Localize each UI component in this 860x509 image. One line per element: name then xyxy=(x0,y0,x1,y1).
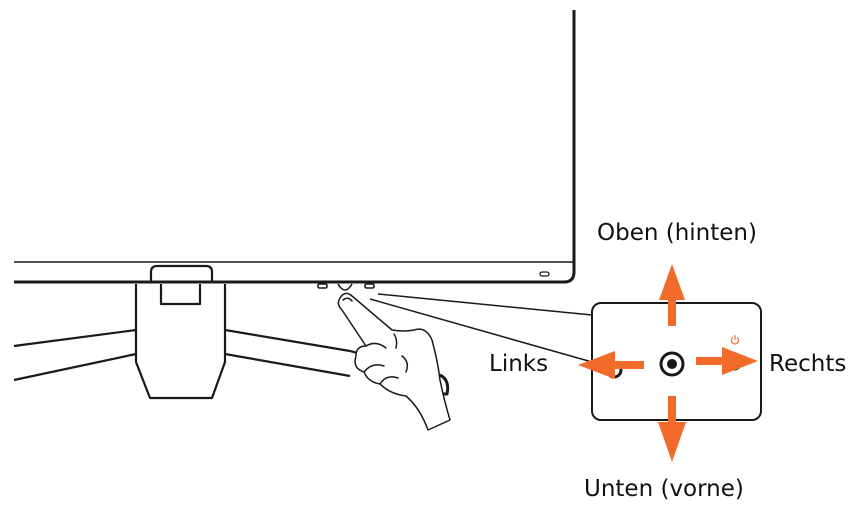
arrow-right xyxy=(696,347,758,375)
stand-hinge-bracket xyxy=(159,284,202,306)
bezel-button-2 xyxy=(364,283,375,289)
label-down: Unten (vorne) xyxy=(584,476,744,502)
hand-finger-crease-2 xyxy=(363,364,385,373)
monitor-panel xyxy=(14,10,576,284)
direction-arrows xyxy=(578,264,758,462)
power-led xyxy=(539,271,550,277)
label-left: Links xyxy=(489,351,549,377)
pointing-hand-icon xyxy=(337,292,451,431)
hand-knuckle-lines xyxy=(393,333,409,373)
callout-line-top xyxy=(377,293,593,316)
hand-finger-crease-1 xyxy=(365,342,387,349)
joystick-button-inner xyxy=(667,359,677,369)
bezel-button-1 xyxy=(317,283,328,289)
monitor-stand xyxy=(13,264,450,400)
stand-leg-left xyxy=(13,328,137,382)
hand-fingernail xyxy=(342,297,353,302)
power-icon xyxy=(730,334,740,345)
label-up: Oben (hinten) xyxy=(597,220,757,246)
bezel-buttons xyxy=(317,283,375,291)
stand-leg-right xyxy=(224,328,351,378)
arrow-up xyxy=(659,264,685,326)
label-right: Rechts xyxy=(769,351,847,377)
arrow-down xyxy=(658,396,686,462)
callout-line-bottom xyxy=(369,298,593,363)
callout-lines xyxy=(369,293,593,363)
monitor-right-edge xyxy=(14,10,576,284)
arrow-left xyxy=(578,351,644,379)
hand-finger-crease-3 xyxy=(379,376,399,385)
stand-foot-cap xyxy=(439,373,450,396)
hand-outline xyxy=(337,292,451,431)
stand-hinge xyxy=(149,264,214,282)
bezel-joystick xyxy=(337,283,353,291)
stand-neck xyxy=(134,284,227,400)
